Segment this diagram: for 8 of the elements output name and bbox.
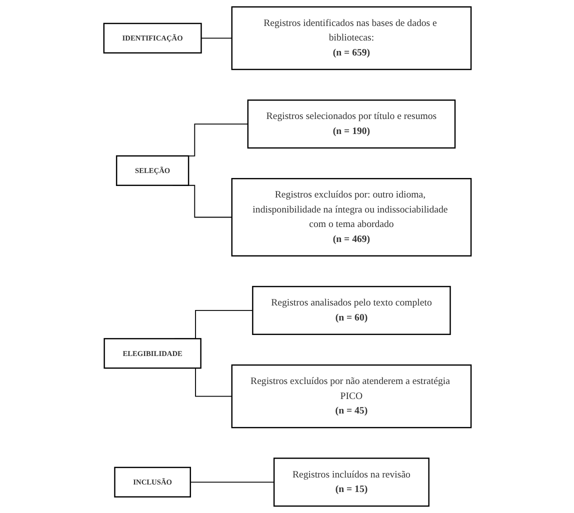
node-box: Registros identificados nas bases de dados e bibliotecas: (n = 659) <box>230 6 472 70</box>
node-box: Registros excluídos por não atenderem a estratégia PICO (n = 45) <box>230 364 472 428</box>
node-box: Registros excluídos por: outro idioma, indisponibilidade na íntegra ou indissociabilidade com o tema abordado (n = 469) <box>230 178 472 256</box>
connector <box>200 38 232 39</box>
node-box: Registros analisados pelo texto completo (n = 60) <box>252 286 450 335</box>
connector <box>189 482 274 483</box>
node-box: Registros selecionados por título e resumos (n = 190) <box>246 100 456 149</box>
node-box: Registros incluídos na revisão (n = 15) <box>272 458 429 507</box>
